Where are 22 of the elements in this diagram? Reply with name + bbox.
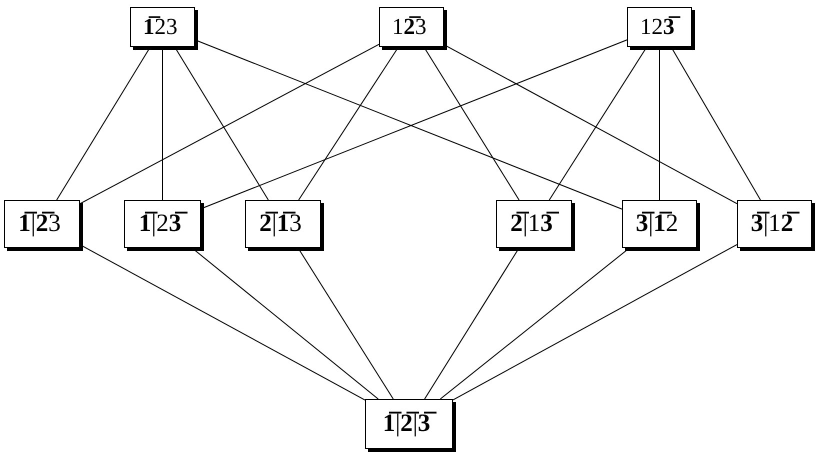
- node-box: [4, 200, 80, 248]
- node-label: 2̅|13̅: [508, 208, 560, 240]
- node-label: 1̅|23̅: [136, 208, 189, 240]
- node-box: [496, 200, 572, 248]
- node-box: [627, 7, 692, 47]
- node-label: 1̅23: [142, 13, 178, 42]
- node-box: [124, 200, 201, 248]
- node-box: [365, 399, 453, 449]
- node-label: 123̅: [638, 12, 682, 42]
- connector-line: [452, 244, 738, 400]
- node-label: 3̅|12̅: [748, 208, 801, 240]
- node-label: 12̅3: [390, 13, 428, 42]
- node-label: 1̅|2̅|3̅: [380, 408, 438, 440]
- node-label: 2̅|1̅3: [258, 208, 303, 239]
- node-box: [245, 200, 321, 248]
- node-box: [130, 7, 195, 47]
- node-label: 1̅|2̅3: [17, 208, 62, 239]
- connector-line: [80, 44, 380, 204]
- node-box: [737, 200, 812, 248]
- node-box: [379, 7, 444, 47]
- node-box: [622, 200, 697, 248]
- node-label: 3̅|1̅2: [634, 208, 680, 239]
